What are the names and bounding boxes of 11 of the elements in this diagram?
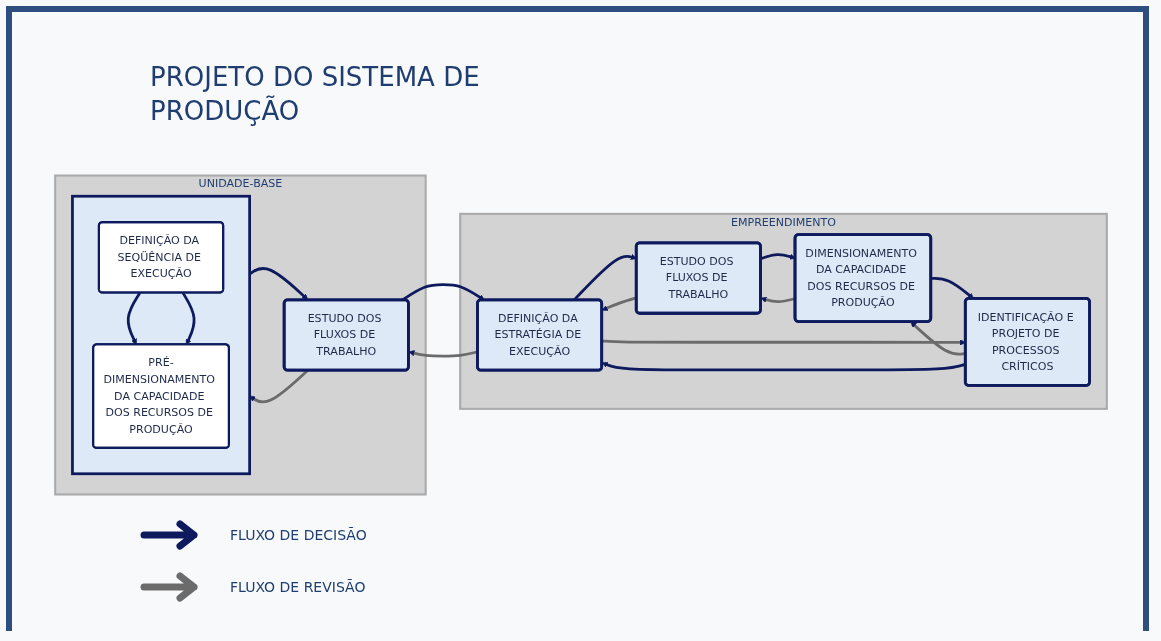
legend-text: FLUXO DE DECISÃO xyxy=(230,527,367,543)
arrow xyxy=(760,253,796,260)
title: PROJETO DO SISTEMA DE PRODUÇÃO xyxy=(150,61,481,128)
arrow xyxy=(601,339,966,346)
arrow xyxy=(126,292,141,345)
arrow xyxy=(181,292,196,345)
legend-text: FLUXO DE REVISÃO xyxy=(230,579,366,595)
arrow xyxy=(910,321,966,356)
cluster xyxy=(71,194,251,476)
arrow xyxy=(601,296,637,311)
arrow xyxy=(760,296,796,304)
